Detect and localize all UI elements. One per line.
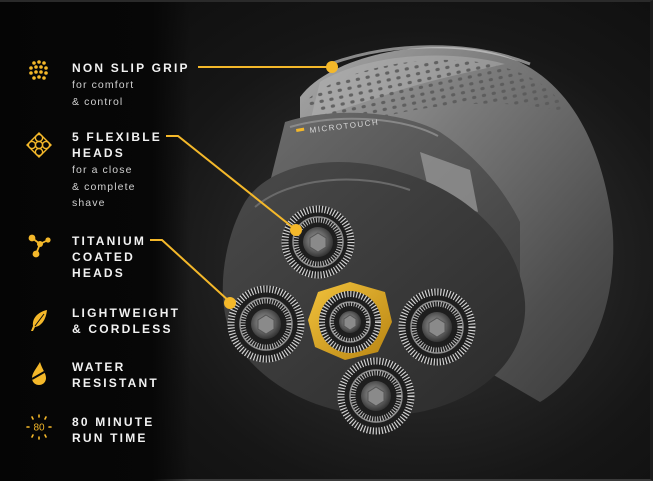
feature-title: TITANIUM COATED HEADS: [72, 234, 147, 280]
feature-subtitle: for a close & complete shave: [72, 164, 136, 209]
feature-title: 80 MINUTE RUN TIME: [72, 415, 155, 445]
battery-80-icon: 80: [26, 414, 52, 440]
grip-dots-icon: [26, 59, 52, 85]
feature-subtitle: for comfort & control: [72, 79, 135, 108]
svg-text:80: 80: [33, 423, 45, 434]
water-drop-icon: [26, 360, 52, 386]
five-heads-icon: [26, 132, 52, 158]
feature-title: 5 FLEXIBLE HEADS: [72, 130, 163, 160]
feature-title: NON SLIP GRIP: [72, 61, 190, 75]
molecule-icon: [26, 233, 52, 259]
feather-leaf-icon: [26, 307, 52, 333]
feature-title: WATER RESISTANT: [72, 360, 159, 390]
feature-title: LIGHTWEIGHT & CORDLESS: [72, 306, 181, 336]
